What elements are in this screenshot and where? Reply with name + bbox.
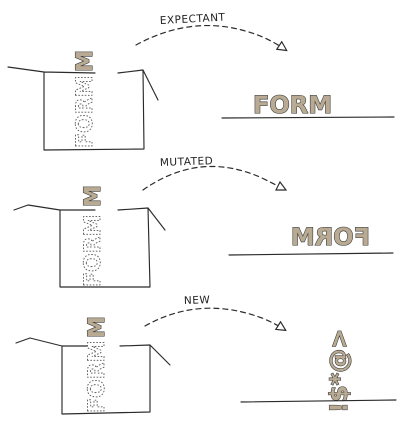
- ground-line: [221, 116, 395, 119]
- label-expectant: EXPECTANT: [160, 12, 226, 27]
- ghost-letters: FORM: [85, 340, 110, 413]
- box: [15, 337, 171, 415]
- ground-line: [228, 252, 394, 256]
- result-new: !$*@>: [324, 328, 353, 413]
- result-form-mirrored: FORM: [291, 223, 370, 251]
- svg-text:FORM: FORM: [73, 75, 98, 148]
- panel-expectant: FORM M EXPECTANT FORM: [7, 12, 395, 151]
- svg-text:FORM: FORM: [81, 214, 106, 287]
- svg-text:M: M: [73, 50, 98, 72]
- result-mirrored: FORM: [290, 222, 370, 251]
- svg-text:M: M: [81, 185, 106, 207]
- box: [7, 66, 159, 151]
- form-word-in-box: FORM M: [80, 185, 106, 288]
- ghost-letters: FORM: [73, 75, 98, 148]
- ghost-letters: FORM: [81, 214, 106, 287]
- panel-mutated: FORM M MUTATED FORM: [13, 155, 394, 288]
- arrow-expectant: [135, 25, 283, 48]
- arrow-new: [144, 307, 282, 328]
- form-word-in-box: FORM M: [84, 316, 110, 414]
- label-new: NEW: [184, 294, 211, 307]
- arrow-mutated: [142, 165, 282, 191]
- box: [13, 204, 166, 288]
- form-word-in-box: FORM M: [72, 50, 98, 149]
- svg-text:M: M: [85, 316, 110, 338]
- svg-text:FORM: FORM: [85, 340, 110, 413]
- panel-new: FORM M NEW !$*@>: [15, 294, 397, 415]
- result-form: FORM: [253, 91, 332, 119]
- label-mutated: MUTATED: [160, 155, 214, 169]
- result-symbols: !$*@>: [325, 329, 353, 413]
- ground-line: [240, 399, 397, 403]
